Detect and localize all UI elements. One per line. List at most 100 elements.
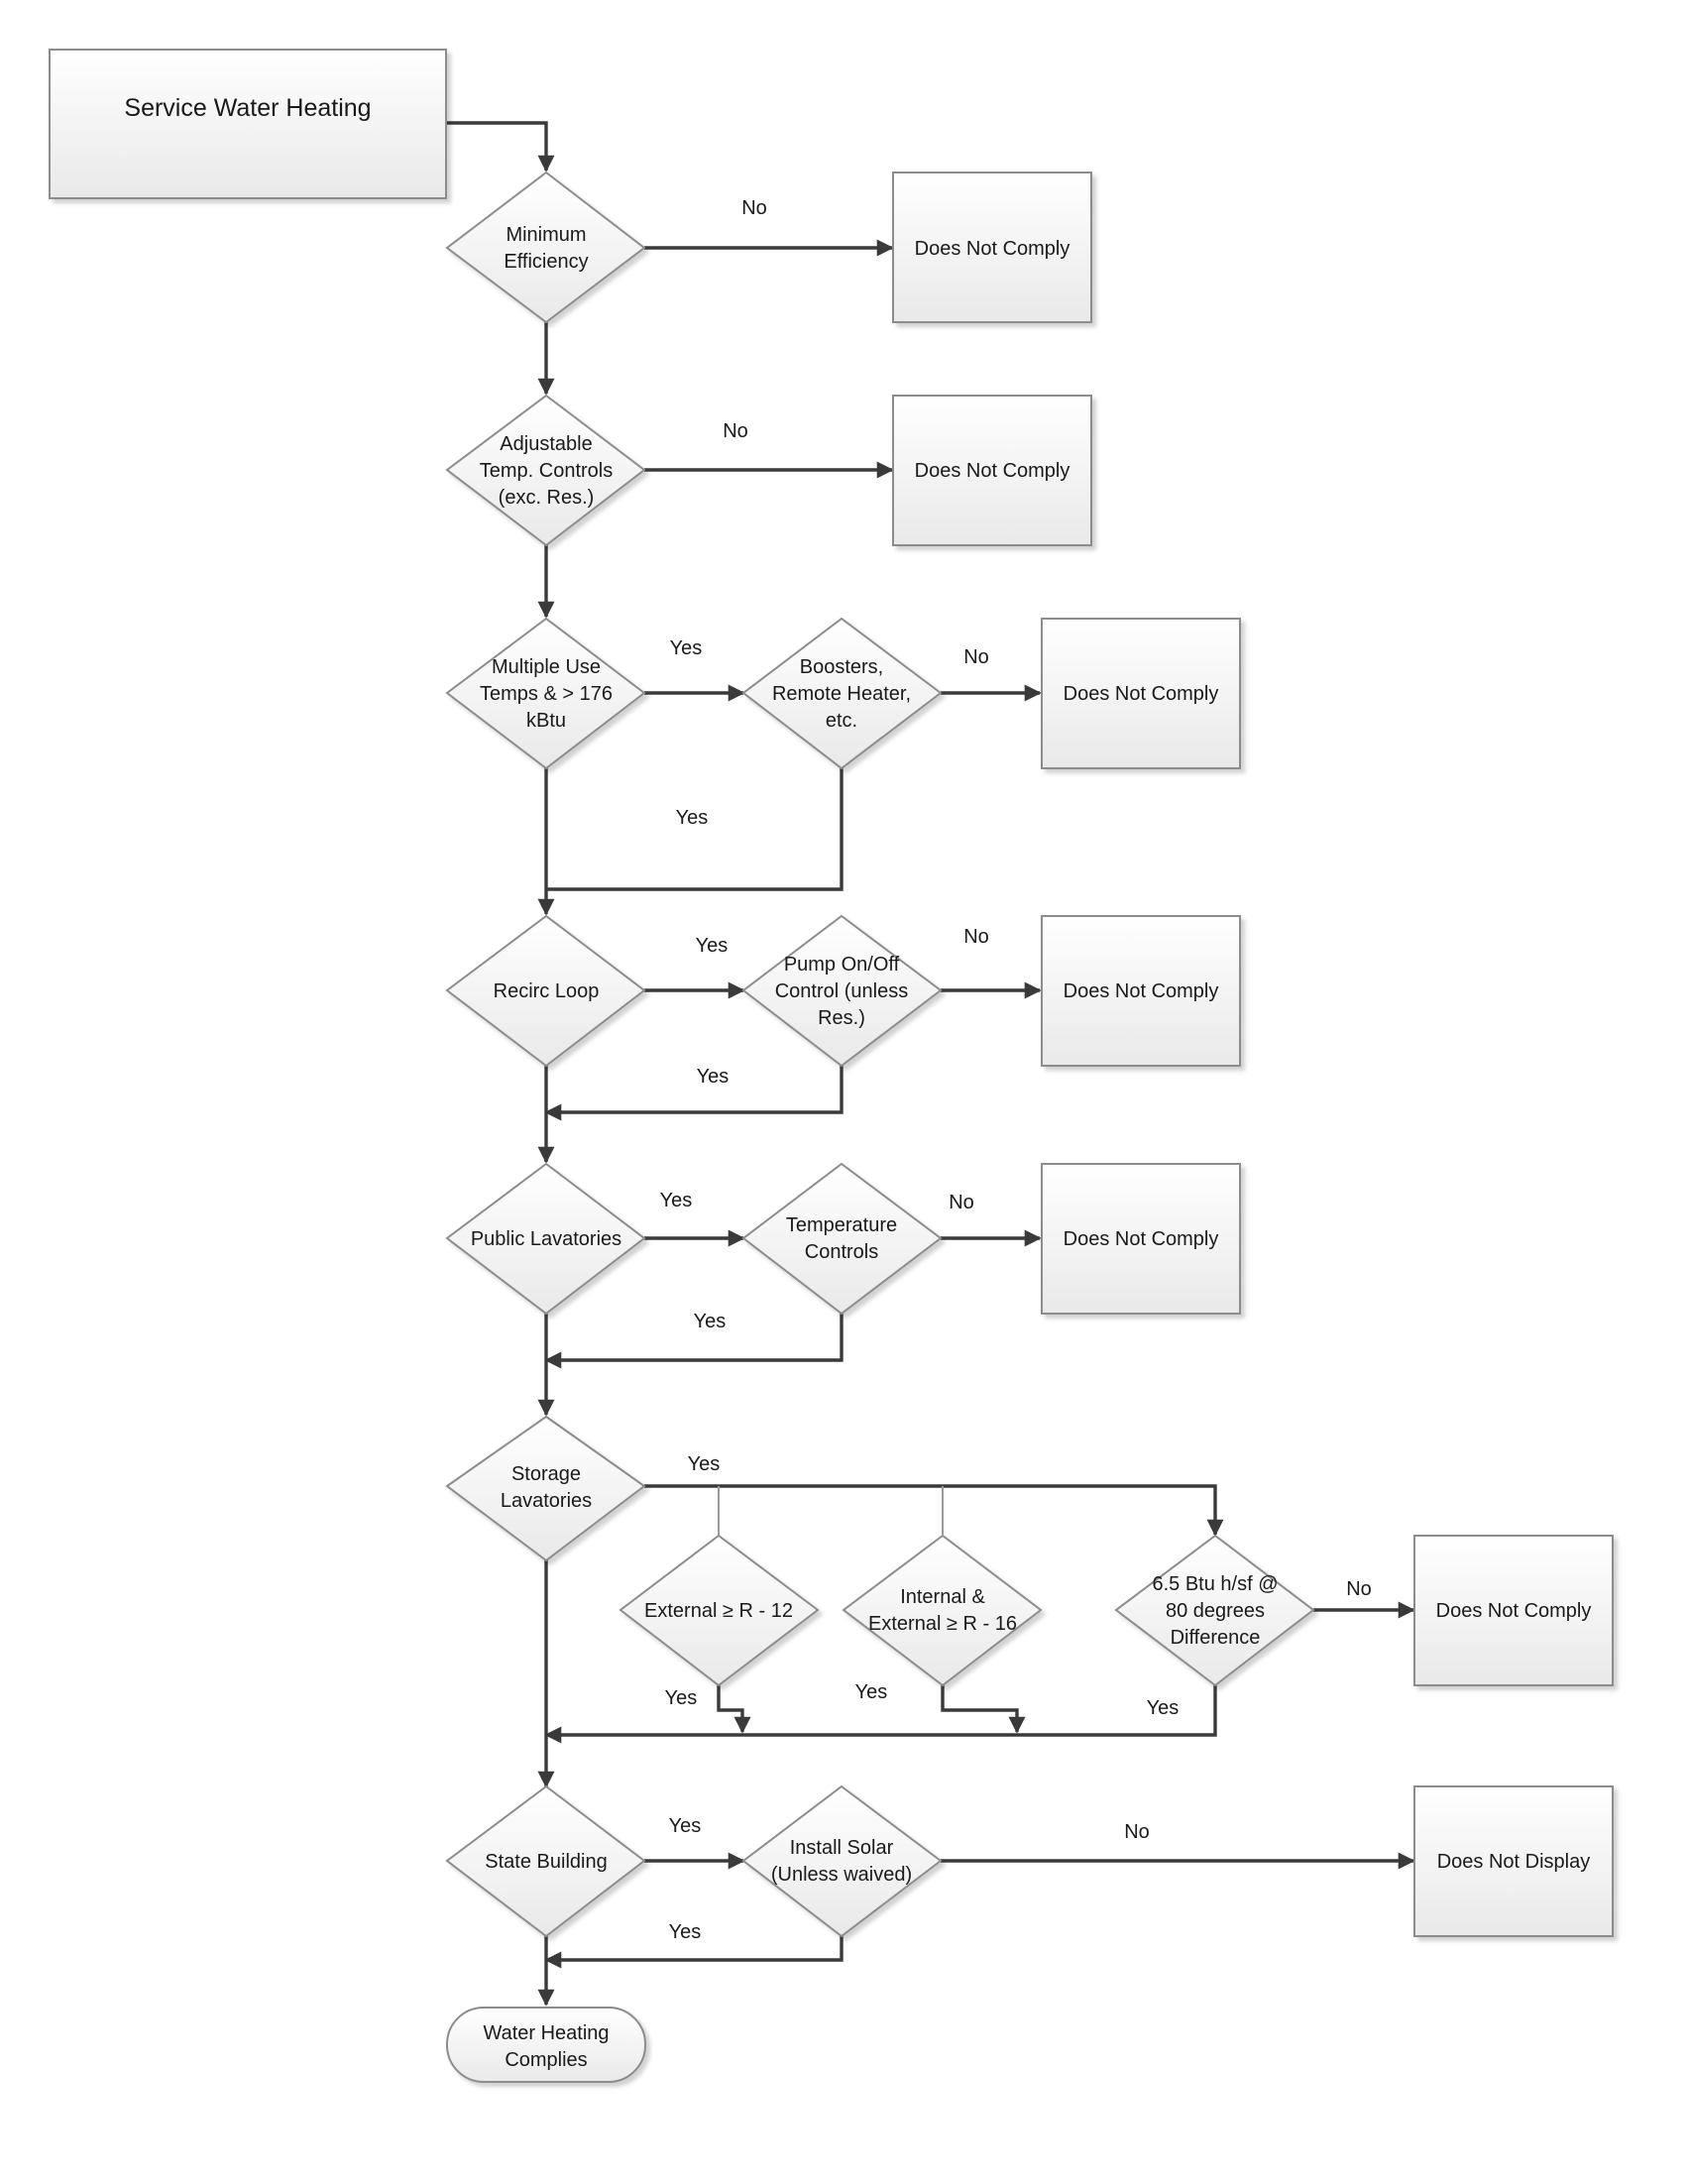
edge-label-internal-r16-yes: Yes bbox=[855, 1681, 888, 1703]
start-label: Service Water Heating bbox=[124, 94, 371, 122]
edge-label-boosters-no: No bbox=[963, 646, 989, 668]
connector-storage-yes bbox=[644, 1484, 1224, 1537]
connector-solar-yes bbox=[544, 1936, 844, 1969]
decision-temperature-controls-line-1: Temperature bbox=[786, 1214, 897, 1236]
connector-btu-yes bbox=[544, 1685, 1217, 1744]
connector-start-to-min-efficiency bbox=[446, 121, 555, 172]
decision-public-lavatories: Public Lavatories bbox=[445, 1162, 646, 1316]
connector-internal-r16-yes bbox=[941, 1683, 1026, 1734]
decision-boosters: Boosters,Remote Heater,etc. bbox=[741, 617, 943, 770]
edge-label-storage-yes: Yes bbox=[688, 1453, 721, 1475]
outcome-does-not-comply-2: Does Not Comply bbox=[892, 395, 1092, 546]
decision-adjustable-line-3: (exc. Res.) bbox=[499, 487, 595, 509]
decision-multiple-use-line-3: kBtu bbox=[526, 710, 566, 732]
decision-public-lavatories-label: Public Lavatories bbox=[471, 1228, 621, 1250]
decision-minimum-efficiency-line-2: Efficiency bbox=[504, 251, 588, 273]
decision-state-building: State Building bbox=[445, 1784, 646, 1938]
outcome-does-not-comply-1: Does Not Comply bbox=[892, 172, 1092, 323]
decision-recirc-loop: Recirc Loop bbox=[445, 914, 646, 1068]
decision-install-solar-line-1: Install Solar bbox=[790, 1837, 894, 1859]
outcome-dnc-1-label: Does Not Comply bbox=[915, 238, 1070, 260]
connector-temp-controls-yes bbox=[544, 1314, 844, 1369]
outcome-dnc-6-label: Does Not Comply bbox=[1436, 1600, 1592, 1622]
decision-boosters-line-2: Remote Heater, bbox=[772, 683, 911, 705]
edge-label-temp-controls-no: No bbox=[949, 1192, 974, 1213]
decision-btu-line-3: Difference bbox=[1171, 1627, 1261, 1649]
edge-label-boosters-yes: Yes bbox=[676, 807, 709, 829]
decision-state-building-label: State Building bbox=[485, 1851, 607, 1873]
outcome-does-not-display: Does Not Display bbox=[1413, 1785, 1614, 1937]
decision-install-solar: Install Solar (Unless waived) bbox=[741, 1784, 943, 1938]
decision-minimum-efficiency-line-1: Minimum bbox=[506, 224, 586, 246]
decision-recirc-loop-label: Recirc Loop bbox=[494, 980, 600, 1002]
decision-multiple-use-line-2: Temps & > 176 bbox=[480, 683, 613, 705]
decision-internal-r16-line-2: External ≥ R - 16 bbox=[868, 1613, 1017, 1635]
edge-label-adjustable-no: No bbox=[723, 420, 748, 442]
terminal-complies-line-1: Water Heating bbox=[483, 2022, 609, 2044]
decision-install-solar-line-2: (Unless waived) bbox=[771, 1864, 912, 1886]
outcome-dnc-2-label: Does Not Comply bbox=[915, 460, 1070, 482]
edge-label-btu-no: No bbox=[1346, 1578, 1372, 1600]
decision-pump-line-1: Pump On/Off bbox=[784, 954, 900, 976]
outcome-dnc-5-label: Does Not Comply bbox=[1064, 1228, 1219, 1250]
decision-pump-line-3: Res.) bbox=[818, 1007, 865, 1029]
edge-label-recirc-yes: Yes bbox=[696, 935, 729, 957]
decision-multiple-use-line-1: Multiple Use bbox=[492, 656, 601, 678]
decision-boosters-line-3: etc. bbox=[826, 710, 857, 732]
decision-internal-r16-line-1: Internal & bbox=[900, 1586, 985, 1608]
decision-external-r12-label: External ≥ R - 12 bbox=[644, 1600, 793, 1622]
edge-label-external-r12-yes: Yes bbox=[665, 1687, 698, 1709]
outcome-does-not-comply-6: Does Not Comply bbox=[1413, 1535, 1614, 1686]
connector-external-r12-yes bbox=[717, 1683, 751, 1734]
edge-label-solar-no: No bbox=[1124, 1821, 1150, 1843]
connector-pump-yes bbox=[544, 1066, 844, 1121]
outcome-does-not-comply-5: Does Not Comply bbox=[1041, 1163, 1241, 1315]
edge-label-temp-controls-yes: Yes bbox=[694, 1311, 727, 1332]
decision-storage-line-1: Storage bbox=[511, 1463, 581, 1485]
svg-text:Internal &External ≥ R - 16: Internal & External ≥ R - 16 bbox=[868, 1586, 1017, 1635]
connectors bbox=[446, 121, 1415, 2007]
decision-adjustable-line-1: Adjustable bbox=[500, 433, 592, 455]
edge-label-pump-no: No bbox=[963, 926, 989, 948]
decision-temperature-controls-line-2: Controls bbox=[805, 1241, 878, 1263]
svg-text:Install Solar(Unless waived): Install Solar (Unless waived) bbox=[771, 1837, 912, 1886]
outcome-dnd-label: Does Not Display bbox=[1437, 1851, 1591, 1873]
outcome-does-not-comply-4: Does Not Comply bbox=[1041, 915, 1241, 1067]
outcome-does-not-comply-3: Does Not Comply bbox=[1041, 618, 1241, 769]
decision-external-r12: External ≥ R - 12 bbox=[619, 1534, 820, 1687]
decision-btu-line-2: 80 degrees bbox=[1166, 1600, 1265, 1622]
outcome-dnc-4-label: Does Not Comply bbox=[1064, 980, 1219, 1002]
edge-labels: No No Yes No Yes Yes No Yes Yes No Yes Y… bbox=[660, 197, 1372, 1943]
decision-btu-line-1: 6.5 Btu h/sf @ bbox=[1152, 1573, 1278, 1595]
outcome-dnc-3-label: Does Not Comply bbox=[1064, 683, 1219, 705]
decision-storage-line-2: Lavatories bbox=[501, 1490, 592, 1512]
edge-label-btu-yes: Yes bbox=[1147, 1697, 1180, 1719]
decision-internal-external-r16: Internal & External ≥ R - 16 bbox=[842, 1534, 1043, 1687]
edge-label-public-lav-yes: Yes bbox=[660, 1190, 693, 1211]
start-box: Service Water Heating bbox=[49, 49, 447, 199]
terminal-complies-line-2: Complies bbox=[505, 2049, 587, 2071]
edge-label-state-building-yes: Yes bbox=[669, 1815, 702, 1837]
svg-text:Boosters,Remote Heater,etc.: Boosters,Remote Heater,etc. bbox=[772, 656, 911, 732]
edge-label-pump-yes: Yes bbox=[697, 1066, 730, 1088]
edge-label-multiple-use-yes: Yes bbox=[670, 637, 703, 659]
edge-label-solar-yes: Yes bbox=[669, 1921, 702, 1943]
decision-pump-line-2: Control (unless bbox=[775, 980, 909, 1002]
connector-boosters-yes bbox=[546, 768, 844, 891]
